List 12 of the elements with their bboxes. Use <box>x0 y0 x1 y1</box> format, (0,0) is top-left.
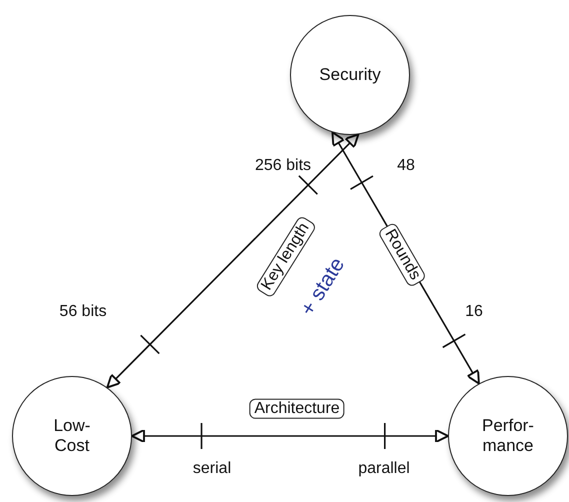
edge-label: Architecture <box>249 398 345 420</box>
tick-label: 256 bits <box>254 157 312 175</box>
node-label: Low- Cost <box>54 416 90 456</box>
node-label: Perfor- mance <box>482 416 534 456</box>
tick-label: 56 bits <box>59 303 107 321</box>
tick-label: serial <box>192 460 232 478</box>
tick-label: parallel <box>358 460 410 478</box>
tick-label: 16 <box>465 303 483 321</box>
double-arrow <box>106 133 360 388</box>
tick-label: 48 <box>397 157 415 175</box>
double-arrow <box>131 429 449 443</box>
node-label: Security <box>319 64 381 86</box>
